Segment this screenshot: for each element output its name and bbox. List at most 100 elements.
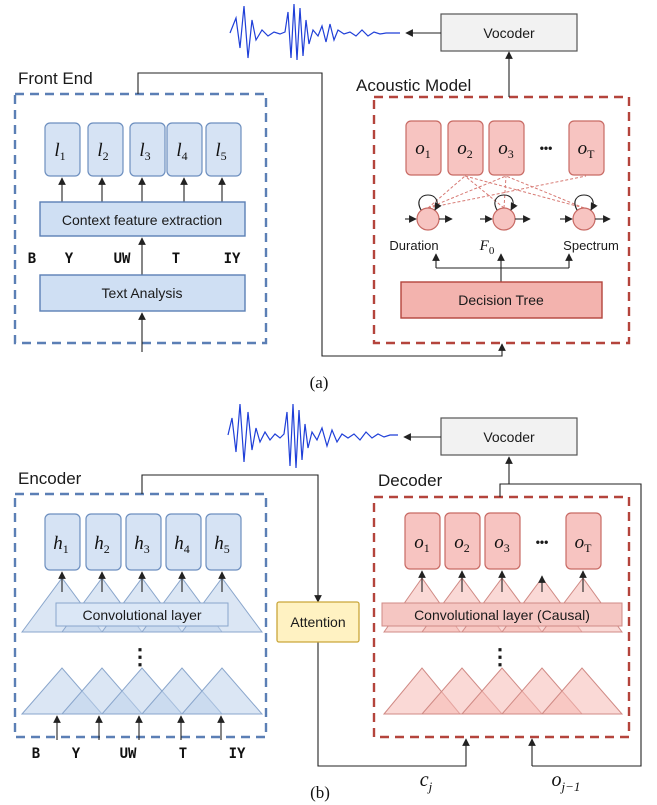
- h-node-4: [165, 513, 202, 571]
- encoder-conv-label: Convolutional layer: [82, 607, 201, 623]
- l-node-2: [87, 122, 124, 177]
- waveform-a: [229, 3, 400, 61]
- phoneme-b-3: UW: [120, 746, 137, 762]
- decoder-conv-triangles-bottom: [382, 667, 624, 715]
- l-node-5-label: l5: [215, 140, 226, 163]
- encoder-conv-label-box: [55, 602, 229, 627]
- o-node-a-2-label: o2: [457, 138, 473, 161]
- o-nodes-b: o1 o2 o3 oT: [404, 512, 602, 570]
- h-node-2: [85, 513, 122, 571]
- h-node-3-label: h3: [134, 533, 150, 556]
- h-node-1-label: h1: [53, 533, 69, 556]
- ellipsis-a: •••: [540, 141, 553, 155]
- o-node-b-T-label: oT: [575, 532, 593, 555]
- phoneme-b-1: B: [32, 746, 40, 762]
- context-to-l-arrows: [58, 177, 226, 202]
- o-nodes-a: o1 o2 o3 oT: [405, 120, 605, 176]
- cj-label: cj: [420, 769, 433, 794]
- attention-to-decoder-wire: [317, 642, 470, 767]
- h-node-2-label: h2: [94, 533, 110, 556]
- state-spectrum: [572, 207, 596, 231]
- state-duration: [416, 207, 440, 231]
- encoder-to-attention-wire: [141, 474, 322, 603]
- phoneme-a-1: B: [28, 251, 36, 267]
- decision-tree-box: [400, 281, 603, 319]
- phoneme-b-4: T: [179, 746, 187, 762]
- l-nodes: l1 l2 l3 l4 l5: [44, 122, 242, 177]
- o-node-b-1: [404, 512, 441, 570]
- vocoder-box-a: [440, 13, 578, 52]
- encoder-input-arrows: [53, 715, 225, 740]
- h-node-4-label: h4: [174, 533, 190, 556]
- feedback-wire: [499, 483, 642, 767]
- h-node-5-label: h5: [214, 533, 230, 556]
- encoder-conv-triangles-bottom: [20, 667, 264, 715]
- h-node-5: [205, 513, 242, 571]
- o-node-b-arrows: [418, 570, 587, 592]
- panel-a: Vocoder Front End Acoustic Model l1 l2 l…: [13, 3, 631, 392]
- front-end-container: [13, 92, 268, 345]
- decoder-title: Decoder: [378, 471, 443, 490]
- state-links: [427, 175, 587, 209]
- decoder-container: [372, 495, 631, 739]
- front-end-title: Front End: [18, 69, 93, 88]
- decoder-vdots: ⋮: [489, 644, 511, 669]
- o-node-b-T: [565, 512, 602, 570]
- l-node-5: [205, 122, 242, 177]
- phoneme-a-4: T: [172, 251, 180, 267]
- vocoder-box-b: [440, 417, 578, 456]
- hmm-states: [405, 194, 611, 231]
- waveform-b: [227, 403, 398, 469]
- oj-minus-1-label: oj−1: [552, 769, 581, 794]
- o-node-b-2: [444, 512, 481, 570]
- attention-label: Attention: [290, 614, 345, 630]
- text-analysis-label: Text Analysis: [102, 285, 183, 301]
- context-feature-box: [39, 201, 246, 237]
- o-node-b-3: [484, 512, 521, 570]
- phoneme-a-5: IY: [224, 251, 241, 267]
- o-node-b-1-label: o1: [414, 532, 430, 555]
- h-node-arrows: [58, 571, 226, 592]
- l-node-4: [166, 122, 203, 177]
- l-node-1: [44, 122, 81, 177]
- o-node-b-2-label: o2: [454, 532, 470, 555]
- phoneme-a-3: UW: [114, 251, 131, 267]
- o-node-b-3-label: o3: [494, 532, 510, 555]
- phoneme-b-2: Y: [72, 746, 81, 762]
- l-node-2-label: l2: [97, 140, 108, 163]
- phoneme-b-5: IY: [229, 746, 246, 762]
- acoustic-model-container: [372, 95, 631, 345]
- decoder-conv-label: Convolutional layer (Causal): [414, 607, 590, 623]
- encoder-container: [13, 492, 268, 739]
- text-analysis-box: [39, 274, 246, 312]
- duration-label: Duration: [389, 238, 438, 253]
- o-node-a-1-label: o1: [415, 138, 431, 161]
- attention-box: [276, 601, 360, 643]
- vocoder-label-a: Vocoder: [483, 25, 535, 41]
- o-node-a-2: [447, 120, 484, 176]
- f0-label: F0: [479, 238, 495, 257]
- panel-b: Vocoder Encoder Decoder Attention h1 h2 …: [13, 403, 642, 802]
- state-f0: [492, 207, 516, 231]
- ellipsis-b: •••: [536, 535, 549, 549]
- o-node-a-1: [405, 120, 442, 176]
- decoder-conv-label-box: [381, 602, 623, 627]
- o-node-a-3: [488, 120, 525, 176]
- l-node-3-label: l3: [139, 140, 150, 163]
- context-feature-label: Context feature extraction: [62, 212, 222, 228]
- vocoder-label-b: Vocoder: [483, 429, 535, 445]
- h-node-1: [44, 513, 81, 571]
- l-node-3: [129, 122, 166, 177]
- h-node-3: [125, 513, 162, 571]
- phonemes-a: B Y UW T IY: [28, 251, 241, 267]
- caption-a: (a): [310, 373, 329, 392]
- l-node-1-label: l1: [54, 140, 65, 163]
- spectrum-label: Spectrum: [563, 238, 619, 253]
- decision-tree-label: Decision Tree: [458, 292, 544, 308]
- o-node-a-T-label: oT: [578, 138, 596, 161]
- o-node-a-T: [568, 120, 605, 176]
- caption-b: (b): [310, 783, 330, 802]
- l-node-4-label: l4: [176, 140, 187, 163]
- o-node-a-3-label: o3: [498, 138, 514, 161]
